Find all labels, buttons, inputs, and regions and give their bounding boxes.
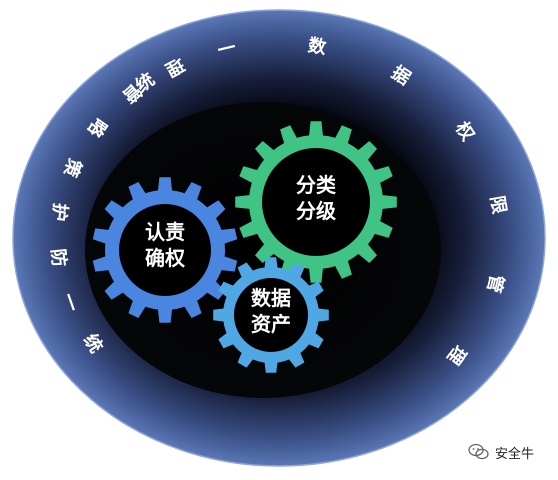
gear-classify-hub (262, 148, 370, 256)
gear-auth (92, 177, 238, 323)
gear-assets-label-line2: 资产 (251, 312, 291, 336)
ring-text-left-char: 一 (57, 291, 83, 315)
ring-text-right-char: 管 (482, 272, 508, 295)
watermark: 安全牛 (468, 440, 534, 464)
ring-text-left-char: 防 (47, 248, 71, 268)
gear-auth-label-line1: 认责 (145, 220, 185, 244)
wechat-icon (468, 443, 489, 460)
gear-auth-label-line2: 确权 (145, 246, 186, 270)
ring-text-right-char: 一 (216, 37, 238, 62)
gear-assets (213, 257, 329, 373)
ring-text-left-char: 护 (47, 202, 71, 223)
gear-auth-hub (119, 204, 211, 296)
gear-classify-label-line1: 分类 (296, 173, 336, 197)
ring-text-right-char: 数 (306, 34, 328, 59)
gear-classify (235, 121, 397, 283)
ring-text-right: 统一数据权限管理 (131, 34, 509, 368)
gear-assets-hub (234, 278, 308, 352)
ring-text-right-char: 限 (486, 194, 510, 216)
gear-classify-label-line2: 分级 (296, 199, 336, 223)
watermark-text: 安全牛 (495, 446, 535, 462)
gear-assets-label-line1: 数据 (251, 286, 291, 310)
